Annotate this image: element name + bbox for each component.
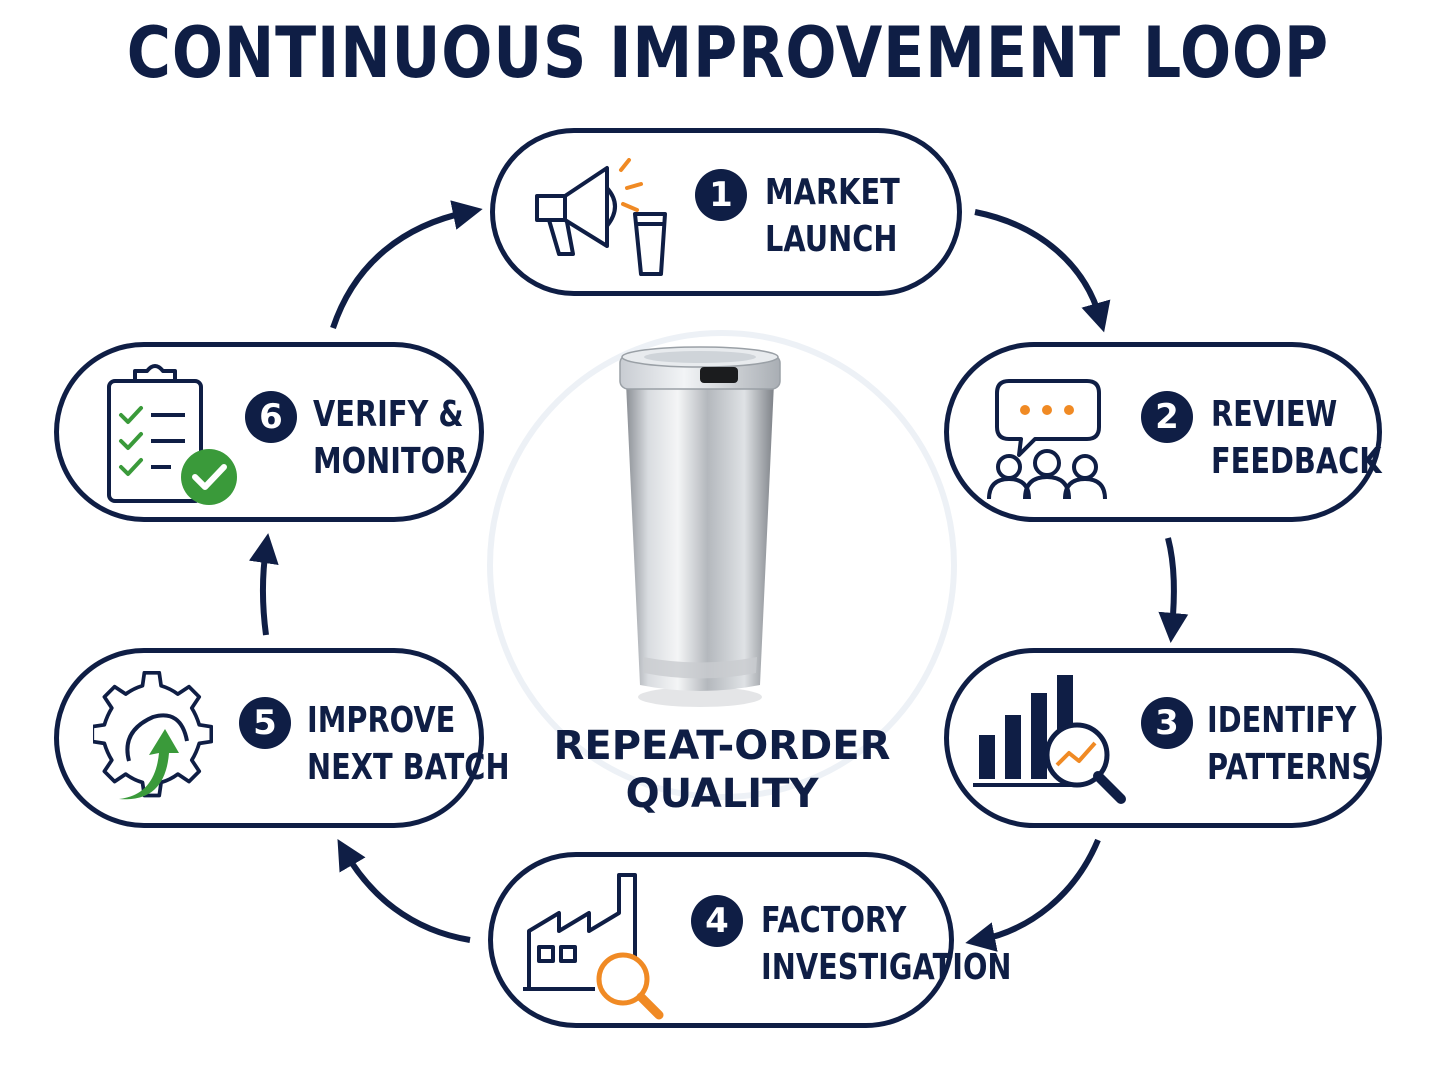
arrow-4-to-5	[337, 839, 471, 943]
step-1-label-line2: LAUNCH	[765, 219, 898, 260]
step-5-label: IMPROVE NEXT BATCH	[307, 697, 510, 791]
step-number-3: 3	[1141, 697, 1193, 749]
step-market-launch: 1 MARKET LAUNCH	[490, 128, 962, 296]
step-identify-patterns: 3 IDENTIFY PATTERNS	[944, 648, 1382, 828]
step-verify-monitor: 6 VERIFY & MONITOR	[54, 342, 484, 522]
step-number-1: 1	[695, 169, 747, 221]
step-number-4: 4	[691, 895, 743, 947]
arrow-5-to-6	[248, 533, 279, 636]
step-1-label: MARKET LAUNCH	[765, 169, 900, 263]
chart-magnifier-icon	[973, 675, 1126, 804]
step-6-label-line1: VERIFY &	[313, 394, 464, 435]
checklist-icon	[107, 364, 237, 505]
diagram-title: CONTINUOUS IMPROVEMENT LOOP	[126, 12, 1330, 94]
step-4-label: FACTORY INVESTIGATION	[761, 897, 1012, 991]
step-1-label-line1: MARKET	[765, 172, 900, 213]
step-2-label: REVIEW FEEDBACK	[1211, 391, 1382, 485]
step-5-label-line1: IMPROVE	[307, 700, 456, 741]
gear-arrow-icon	[93, 671, 213, 800]
arrow-6-to-1	[330, 200, 483, 329]
center-label-line1: REPEAT-ORDER	[553, 723, 891, 769]
step-3-label: IDENTIFY PATTERNS	[1207, 697, 1372, 791]
step-4-label-line2: INVESTIGATION	[761, 947, 1012, 988]
step-improve-next-batch: 5 IMPROVE NEXT BATCH	[54, 648, 510, 828]
step-6-label-line2: MONITOR	[313, 441, 468, 482]
step-review-feedback: 2 REVIEW FEEDBACK	[944, 342, 1382, 522]
step-3-label-line2: PATTERNS	[1207, 747, 1373, 788]
step-factory-investigation: 4 FACTORY INVESTIGATION	[488, 852, 1012, 1028]
arrow-3-to-4	[965, 838, 1101, 952]
arrow-1-to-2	[974, 209, 1111, 333]
tumbler-image	[619, 346, 781, 707]
step-3-label-line1: IDENTIFY	[1207, 700, 1357, 741]
arrow-2-to-3	[1158, 537, 1189, 643]
center-label-line2: QUALITY	[625, 771, 819, 817]
megaphone-icon	[535, 158, 667, 276]
step-6-label: VERIFY & MONITOR	[313, 391, 467, 485]
feedback-chat-icon	[987, 379, 1107, 500]
step-2-label-line2: FEEDBACK	[1211, 441, 1382, 482]
step-4-label-line1: FACTORY	[761, 900, 907, 941]
step-5-label-line2: NEXT BATCH	[307, 747, 510, 788]
center-label: REPEAT-ORDER QUALITY	[522, 722, 922, 818]
step-number-5: 5	[239, 697, 291, 749]
factory-magnifier-icon	[523, 873, 664, 1020]
step-number-6: 6	[245, 391, 297, 443]
step-2-label-line1: REVIEW	[1211, 394, 1338, 435]
step-number-2: 2	[1141, 391, 1193, 443]
